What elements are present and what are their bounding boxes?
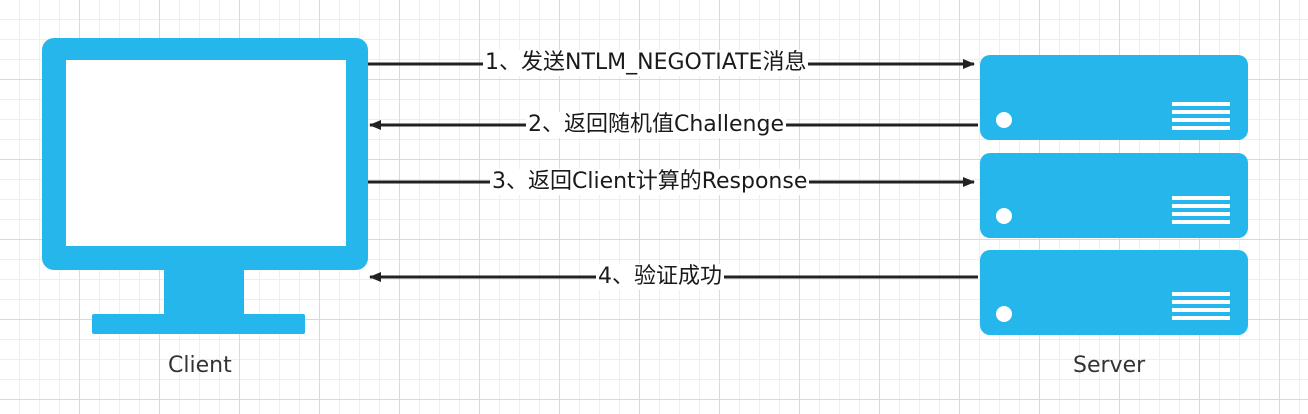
message-label-1: 1、发送NTLM_NEGOTIATE消息: [483, 50, 809, 76]
monitor-base: [92, 314, 305, 334]
server-led-icon: [996, 112, 1012, 128]
message-label-2: 2、返回随机值Challenge: [526, 112, 786, 138]
monitor-icon: [42, 38, 368, 334]
monitor-screen-inner: [66, 60, 346, 246]
message-label-4: 4、验证成功: [596, 264, 724, 290]
monitor-neck: [164, 268, 244, 318]
server-led-icon: [996, 306, 1012, 322]
server-unit: [980, 153, 1248, 238]
message-label-3: 3、返回Client计算的Response: [490, 169, 810, 195]
server-unit: [980, 250, 1248, 335]
client-label: Client: [168, 353, 232, 378]
server-label: Server: [1073, 353, 1146, 378]
server-unit: [980, 55, 1248, 140]
server-led-icon: [996, 208, 1012, 224]
server-rack-icon: [980, 55, 1248, 335]
